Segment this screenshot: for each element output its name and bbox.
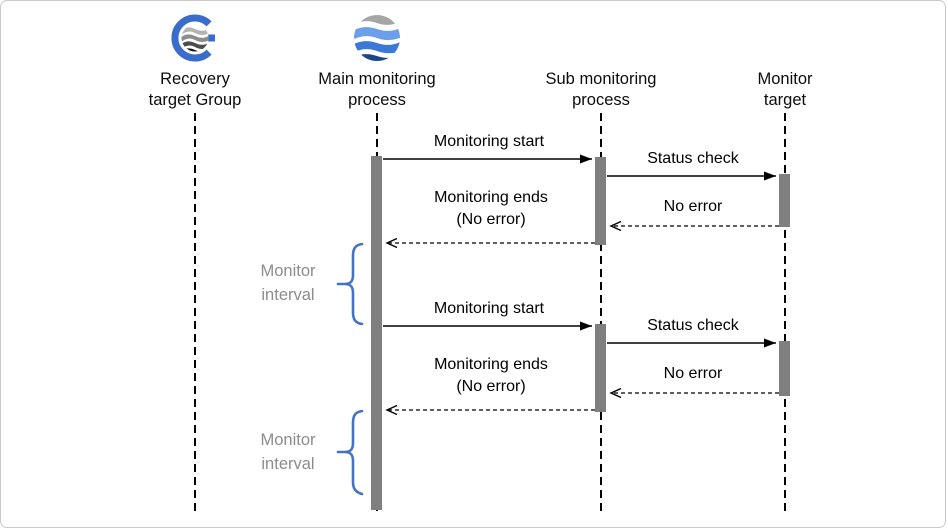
- message-label-monitoring-start-1: Monitoring start: [433, 133, 545, 150]
- message-label-monitoring-ends-1: Monitoring ends (No error): [434, 189, 548, 228]
- activation-bar-sub-process-2: [595, 324, 606, 412]
- activation-bar-monitor-target-2: [779, 341, 790, 396]
- interval-label-2: Monitor interval: [260, 431, 316, 473]
- message-label-status-check-2: Status check: [647, 317, 739, 334]
- activation-bar-main-process: [371, 156, 382, 510]
- lifeline-sub-monitoring-process: [599, 113, 602, 513]
- activation-bar-monitor-target-1: [779, 174, 790, 227]
- main-process-icon: [354, 15, 400, 61]
- lifeline-label-main-monitoring-process: Main monitoring process: [318, 70, 436, 109]
- recovery-group-icon: [171, 14, 215, 62]
- interval-label-1: Monitor interval: [260, 262, 316, 304]
- lifeline-label-monitor-target: Monitor target: [757, 70, 813, 109]
- message-label-no-error-2: No error: [663, 365, 723, 382]
- lifeline-label-recovery-target-group: Recovery target Group: [148, 70, 242, 109]
- message-label-monitoring-start-2: Monitoring start: [433, 300, 545, 317]
- activation-bar-sub-process-1: [595, 157, 606, 245]
- lifeline-recovery-target-group: [193, 113, 196, 513]
- lifeline-monitor-target: [783, 113, 786, 513]
- message-label-monitoring-ends-2: Monitoring ends (No error): [434, 356, 548, 395]
- message-label-status-check-1: Status check: [647, 150, 739, 167]
- message-label-no-error-1: No error: [663, 198, 723, 215]
- lifeline-label-sub-monitoring-process: Sub monitoring process: [545, 70, 657, 109]
